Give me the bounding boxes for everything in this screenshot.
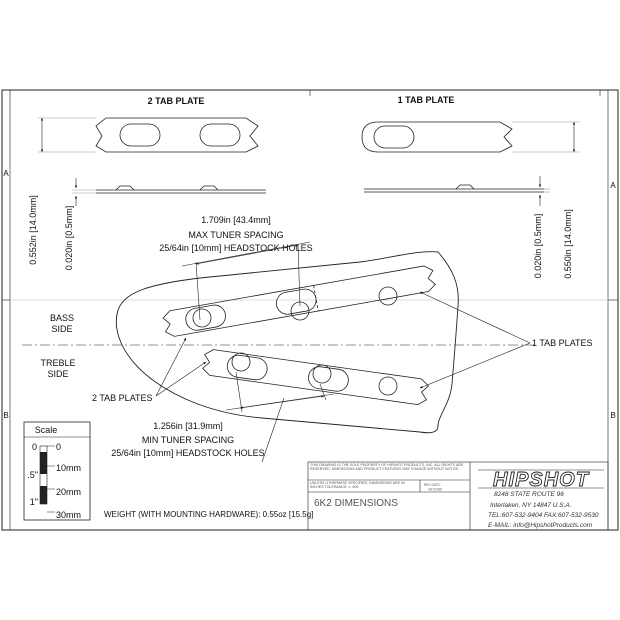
tolerance-text: UNLESS OTHERWISE SPECIFIED: DIMENSIONS A…	[310, 481, 405, 490]
two-tab-plate-side-view	[96, 185, 266, 194]
right-dimension-lines	[512, 121, 580, 206]
address-line-4: E-MAIL: info@HipshotProducts.com	[488, 522, 593, 529]
hipshot-logo: HIPSHOT	[478, 469, 604, 491]
min-spacing-dimension-line	[225, 371, 335, 463]
bass-side-plates	[162, 265, 436, 337]
logo-wordmark: HIPSHOT	[493, 469, 590, 491]
left-thickness-dimension: 0.020in [0.5mm]	[64, 206, 74, 271]
scale-inch-0: 0	[32, 442, 37, 452]
scale-inch-half: .5"	[27, 470, 38, 480]
disclaimer-text: THIS DRAWING IS THE SOLE PROPERTY OF HIP…	[310, 463, 464, 472]
zone-b-right: B	[610, 411, 615, 420]
address-line-2: Interlaken, NY 14847 U.S.A.	[490, 502, 572, 509]
callout-leaders	[155, 291, 531, 397]
weight-note: WEIGHT (WITH MOUNTING HARDWARE): 0.55oz …	[104, 510, 313, 519]
one-tab-plates-callout: 1 TAB PLATES	[532, 338, 593, 348]
rev-date: 4/17/2020	[428, 488, 442, 492]
scale-inch-1: 1"	[30, 497, 38, 507]
address-line-3: TEL:607-532-9404 FAX:607-532-9530	[488, 512, 599, 519]
max-spacing-dimension-line	[181, 241, 311, 321]
min-holes-label: 25/64in [10mm] HEADSTOCK HOLES	[111, 448, 264, 458]
scale-mm-30: 30mm	[56, 510, 81, 520]
two-tab-plates-callout: 2 TAB PLATES	[92, 393, 153, 403]
right-height-dimension: 0.550in [14.0mm]	[563, 209, 573, 279]
one-tab-title: 1 TAB PLATE	[398, 95, 455, 105]
max-holes-label: 25/64in [10mm] HEADSTOCK HOLES	[159, 243, 312, 253]
max-spacing-value: 1.709in [43.4mm]	[201, 215, 271, 225]
two-tab-title: 2 TAB PLATE	[148, 96, 205, 106]
two-tab-plate-top-view	[95, 117, 259, 153]
disclaimer-box: THIS DRAWING IS THE SOLE PROPERTY OF HIP…	[310, 463, 464, 472]
tolerance-box: UNLESS OTHERWISE SPECIFIED: DIMENSIONS A…	[310, 481, 405, 490]
rev-label: REV DATE:	[424, 483, 441, 487]
zone-a-right: A	[610, 181, 616, 190]
title-block	[307, 461, 609, 531]
scale-mm-10: 10mm	[56, 463, 81, 473]
treble-side-plates	[202, 349, 430, 406]
scale-mm-20: 20mm	[56, 487, 81, 497]
one-tab-plate-side-view	[364, 184, 544, 193]
headstock-outline	[115, 251, 459, 434]
max-spacing-label: MAX TUNER SPACING	[188, 230, 283, 240]
left-height-dimension: 0.552in [14.0mm]	[28, 195, 38, 265]
zone-b-left: B	[3, 411, 8, 420]
right-thickness-dimension: 0.020in [0.5mm]	[533, 214, 543, 279]
scale-title: Scale	[35, 425, 58, 435]
one-tab-plate-top-view	[361, 121, 513, 153]
left-dimension-lines	[38, 117, 96, 206]
bass-label-line2: SIDE	[51, 324, 72, 334]
address-line-1: 8248 STATE ROUTE 96	[494, 491, 564, 498]
zone-a-left: A	[3, 169, 9, 178]
treble-label-line1: TREBLE	[40, 358, 75, 368]
min-spacing-value: 1.256in [31.9mm]	[153, 421, 223, 431]
bass-label-line1: BASS	[50, 313, 74, 323]
min-spacing-label: MIN TUNER SPACING	[142, 435, 234, 445]
treble-label-line2: SIDE	[47, 369, 68, 379]
scale-legend	[23, 421, 91, 521]
scale-mm-0: 0	[56, 442, 61, 452]
drawing-title: 6K2 DIMENSIONS	[314, 498, 398, 509]
